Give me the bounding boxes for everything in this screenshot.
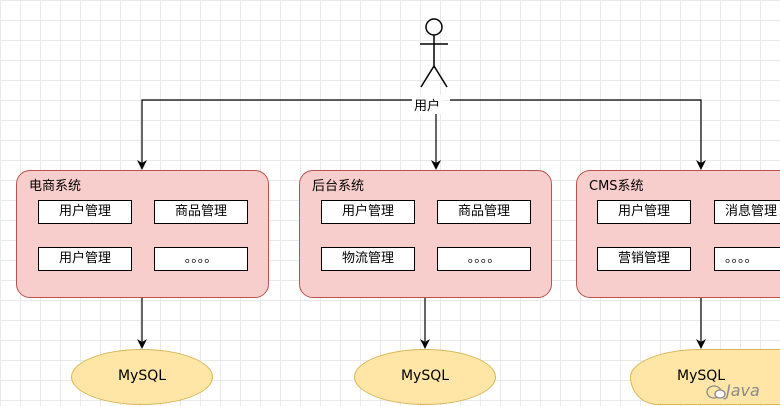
- module-box: 用户管理: [321, 200, 415, 224]
- mysql-db-node: MySQL: [354, 349, 496, 405]
- module-box: 物流管理: [321, 247, 415, 271]
- module-box: 商品管理: [437, 200, 531, 224]
- system-title: 电商系统: [29, 179, 82, 194]
- user-stick-figure-icon: [420, 18, 448, 88]
- module-box: 。。。。: [154, 247, 248, 271]
- system-title: CMS系统: [589, 179, 644, 194]
- module-box: 用户管理: [597, 200, 691, 224]
- backend-system-box: 后台系统 用户管理 商品管理 物流管理 。。。。: [299, 170, 552, 298]
- mysql-db-node: MySQL: [630, 349, 780, 405]
- edge-user-to-cms: [450, 99, 706, 170]
- mysql-db-node: MySQL: [71, 349, 213, 405]
- module-box: 商品管理: [154, 200, 248, 224]
- module-box: 。。。。: [437, 247, 531, 271]
- wechat-icon: [706, 385, 726, 399]
- system-title: 后台系统: [312, 179, 365, 194]
- module-box: 用户管理: [38, 200, 132, 224]
- module-box: 用户管理: [38, 247, 132, 271]
- module-box: 。。。。: [714, 247, 780, 271]
- user-label: 用户: [412, 95, 443, 114]
- module-box: 营销管理: [597, 247, 691, 271]
- watermark-text: Java: [726, 381, 760, 400]
- edge-user-to-ecommerce: [137, 99, 412, 170]
- ecommerce-system-box: 电商系统 用户管理 商品管理 用户管理 。。。。: [16, 170, 269, 298]
- cms-system-box: CMS系统 用户管理 消息管理 营销管理 。。。。: [576, 170, 780, 298]
- module-box: 消息管理: [714, 200, 780, 224]
